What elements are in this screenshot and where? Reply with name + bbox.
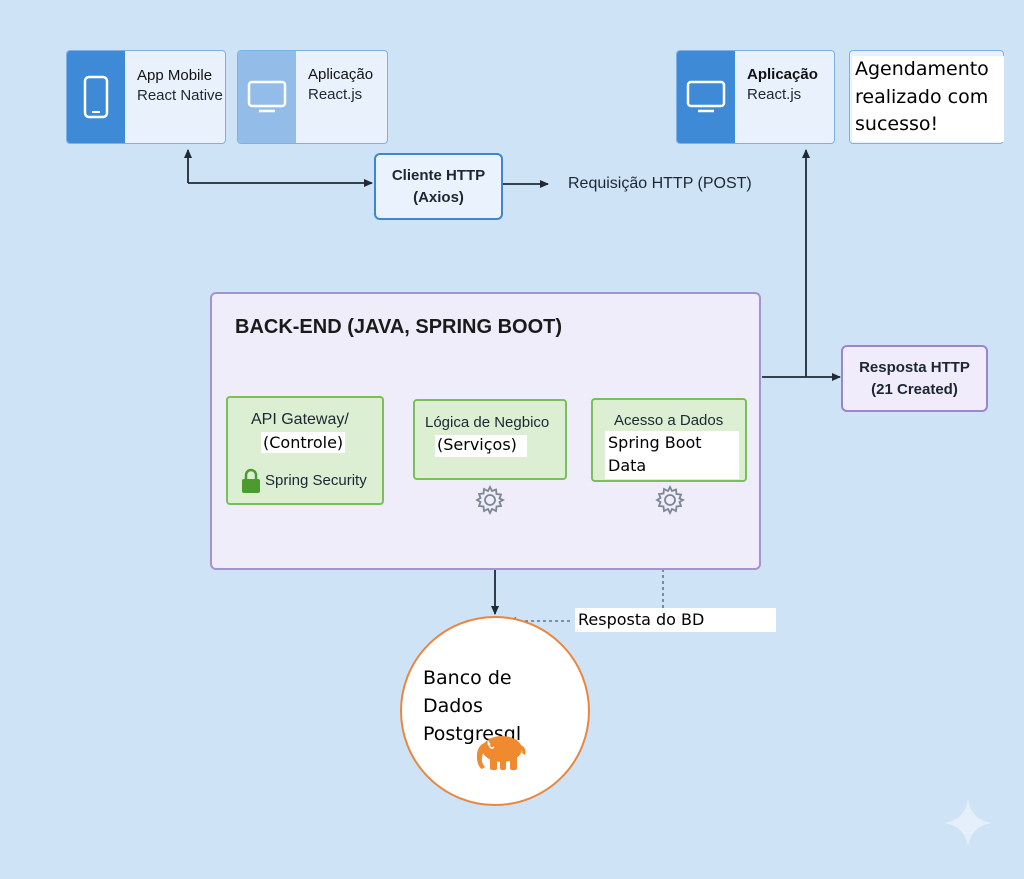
web-app-result-card: Aplicação React.js — [676, 50, 835, 144]
app-mobile-subtitle: React Native — [137, 87, 223, 104]
success-note-frame: Agendamento realizado com sucesso! — [849, 50, 1004, 144]
database-line1: Banco de Dados — [423, 667, 512, 717]
mobile-icon-pane — [67, 51, 125, 143]
api-gateway-line2: (Controle) — [261, 432, 346, 453]
business-logic-line2: (Serviços) — [435, 435, 527, 457]
data-access-line2: Spring Boot — [608, 433, 702, 452]
http-response-line1: Resposta HTTP — [859, 358, 970, 376]
api-gateway-node: API Gateway/ (Controle) Spring Security — [226, 396, 384, 505]
api-gateway-line1: API Gateway/ — [251, 411, 349, 428]
web-app-card: Aplicação React.js — [237, 50, 388, 144]
web-app-result-title: Aplicação — [747, 66, 818, 83]
smartphone-icon — [83, 75, 109, 119]
monitor-icon — [686, 80, 726, 113]
gear-icon — [655, 484, 686, 516]
web-app-subtitle: React.js — [308, 86, 363, 103]
database-node: Banco de Dados Postgresql — [400, 616, 590, 806]
backend-title: BACK-END (JAVA, SPRING BOOT) — [235, 316, 563, 338]
http-client-line1: Cliente HTTP — [391, 166, 486, 184]
gear-icon — [475, 484, 506, 516]
elephant-icon — [476, 736, 526, 770]
success-note-line2: realizado com — [855, 85, 989, 108]
web-app-title: Aplicação — [308, 66, 374, 83]
web-result-icon-pane — [677, 51, 735, 143]
success-note-line3: sucesso! — [855, 113, 939, 135]
data-access-line3: Data — [608, 456, 647, 475]
lock-icon — [242, 468, 260, 493]
app-mobile-title: App Mobile — [137, 67, 213, 84]
http-client-node: Cliente HTTP (Axios) — [374, 153, 503, 220]
monitor-icon — [247, 80, 287, 113]
http-response-node: Resposta HTTP (21 Created) — [841, 345, 988, 412]
success-note-line1: Agendamento — [855, 58, 989, 80]
success-note: Agendamento realizado com sucesso! — [852, 56, 1004, 142]
spring-security-label: Spring Security — [265, 472, 367, 489]
app-mobile-text: App Mobile React Native — [125, 51, 225, 143]
web-app-result-subtitle: React.js — [747, 86, 802, 103]
sparkle-icon — [944, 799, 992, 847]
data-access-node: Acesso a Dados Spring Boot Data — [591, 398, 747, 482]
web-app-text: Aplicação React.js — [296, 51, 387, 143]
app-mobile-card: App Mobile React Native — [66, 50, 226, 144]
http-response-line2: (21 Created) — [871, 380, 958, 398]
data-access-note: Spring Boot Data — [605, 431, 739, 479]
business-logic-line1: Lógica de Negbico — [425, 414, 550, 431]
web-app-result-text: Aplicação React.js — [735, 51, 834, 143]
http-client-line2: (Axios) — [413, 188, 464, 206]
data-access-line1: Acesso a Dados — [614, 412, 724, 429]
db-response-label: Resposta do BD — [575, 608, 776, 632]
web-icon-pane — [238, 51, 296, 143]
business-logic-node: Lógica de Negbico (Serviços) — [413, 399, 567, 480]
database-label: Banco de Dados Postgresql — [420, 664, 574, 745]
request-label: Requisição HTTP (POST) — [568, 175, 752, 192]
